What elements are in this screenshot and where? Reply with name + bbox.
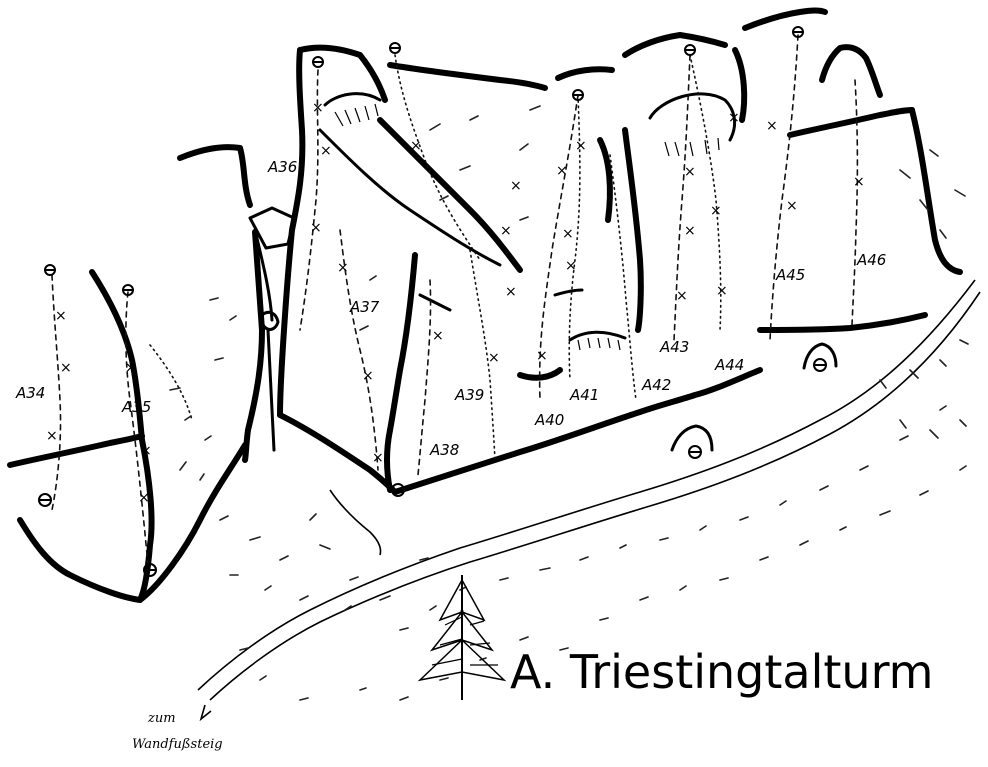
anchor-icon bbox=[685, 45, 695, 55]
svg-text:×: × bbox=[310, 220, 322, 236]
svg-text:×: × bbox=[312, 100, 324, 116]
tree-icon bbox=[420, 575, 504, 700]
svg-text:×: × bbox=[337, 260, 349, 276]
main-tower bbox=[180, 11, 960, 493]
svg-text:×: × bbox=[505, 284, 517, 300]
svg-text:×: × bbox=[372, 450, 384, 466]
route-label-a46: A46 bbox=[856, 251, 886, 269]
svg-text:×: × bbox=[510, 178, 522, 194]
route-label-a43: A43 bbox=[659, 338, 689, 356]
svg-text:×: × bbox=[676, 288, 688, 304]
svg-text:×: × bbox=[46, 428, 58, 444]
svg-text:×: × bbox=[362, 368, 374, 384]
svg-text:×: × bbox=[684, 223, 696, 239]
route-label-a36: A36 bbox=[267, 158, 297, 176]
svg-text:×: × bbox=[432, 328, 444, 344]
svg-text:×: × bbox=[575, 138, 587, 154]
route-line-a38 bbox=[418, 280, 431, 475]
route-label-a35: A35 bbox=[121, 398, 151, 416]
route-label-a40: A40 bbox=[534, 411, 564, 429]
route-line-a46 bbox=[852, 80, 857, 325]
footnote-line-2: Wandfußsteig bbox=[132, 737, 223, 752]
svg-text:×: × bbox=[786, 198, 798, 214]
svg-text:×: × bbox=[55, 308, 67, 324]
svg-text:×: × bbox=[536, 348, 548, 364]
anchor-icon bbox=[45, 265, 55, 275]
anchor-icon bbox=[392, 484, 404, 496]
svg-text:×: × bbox=[140, 443, 152, 459]
svg-text:×: × bbox=[684, 164, 696, 180]
route-line-a45 bbox=[770, 35, 798, 340]
route-label-a37: A37 bbox=[349, 298, 380, 316]
anchor-icon bbox=[390, 43, 400, 53]
route-label-a41: A41 bbox=[569, 386, 599, 404]
footnote-line-1: zum bbox=[147, 711, 176, 726]
anchor-icon bbox=[814, 359, 826, 371]
anchor-icon bbox=[313, 57, 323, 67]
svg-text:×: × bbox=[766, 118, 778, 134]
route-label-a45: A45 bbox=[775, 266, 805, 284]
route-label-a34: A34 bbox=[15, 384, 45, 402]
svg-text:×: × bbox=[410, 138, 422, 154]
svg-text:×: × bbox=[556, 163, 568, 179]
svg-text:×: × bbox=[500, 223, 512, 239]
route-label-a44: A44 bbox=[714, 356, 744, 374]
svg-text:×: × bbox=[716, 283, 728, 299]
svg-text:×: × bbox=[565, 258, 577, 274]
route-label-a38: A38 bbox=[429, 441, 459, 459]
svg-text:×: × bbox=[562, 226, 574, 242]
svg-text:×: × bbox=[138, 490, 150, 506]
anchor-icon bbox=[689, 446, 701, 458]
route-labels: A34 A35 A36 A37 A38 A39 A40 A41 A42 A43 … bbox=[15, 158, 886, 459]
svg-text:×: × bbox=[125, 360, 137, 376]
route-label-a39: A39 bbox=[454, 386, 484, 404]
route-label-a42: A42 bbox=[641, 376, 671, 394]
overhangs bbox=[325, 94, 735, 350]
anchor-icon bbox=[39, 494, 51, 506]
anchors bbox=[39, 27, 836, 576]
svg-text:×: × bbox=[710, 203, 722, 219]
svg-text:×: × bbox=[853, 174, 865, 190]
crag-title: A. Triestingtalturm bbox=[510, 645, 933, 699]
svg-text:×: × bbox=[60, 360, 72, 376]
svg-text:×: × bbox=[488, 350, 500, 366]
svg-text:×: × bbox=[728, 110, 740, 126]
svg-text:×: × bbox=[320, 143, 332, 159]
